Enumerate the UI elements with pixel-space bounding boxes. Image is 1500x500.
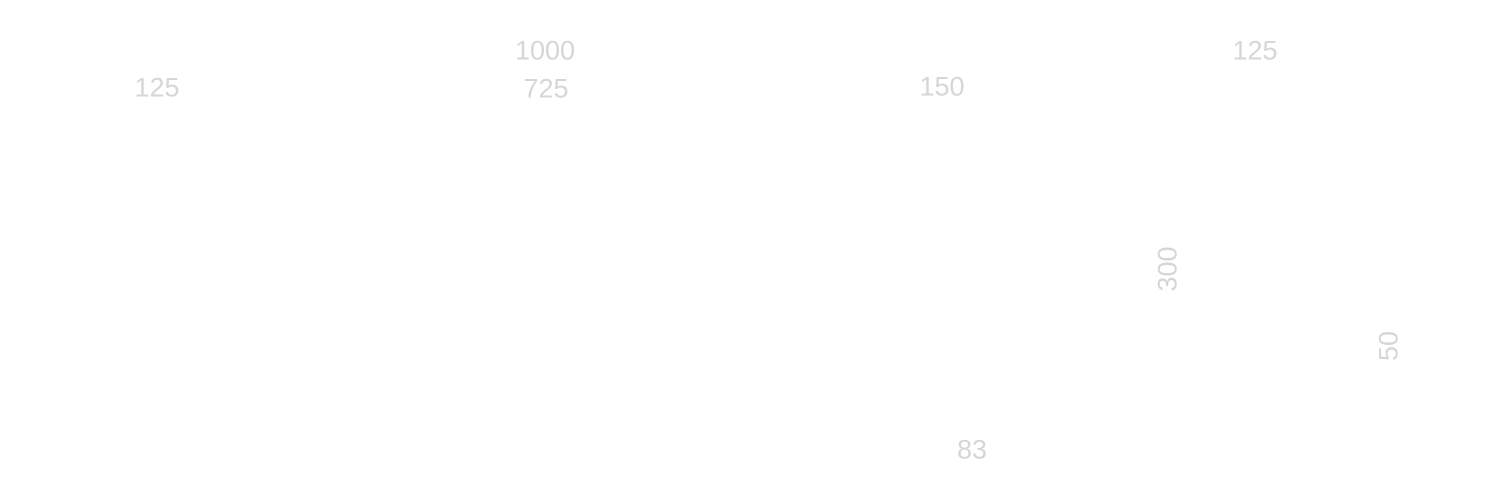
dimension-label: 300 <box>1152 246 1183 292</box>
dimension-label: 1000 <box>514 35 576 66</box>
dimension-label: 125 <box>134 72 180 103</box>
dimension-label: 725 <box>523 73 569 104</box>
dimension-label: 125 <box>1232 35 1278 66</box>
dimension-label: 150 <box>919 71 965 102</box>
dimension-label: 50 <box>1373 330 1404 362</box>
dimension-label: 83 <box>956 434 988 465</box>
